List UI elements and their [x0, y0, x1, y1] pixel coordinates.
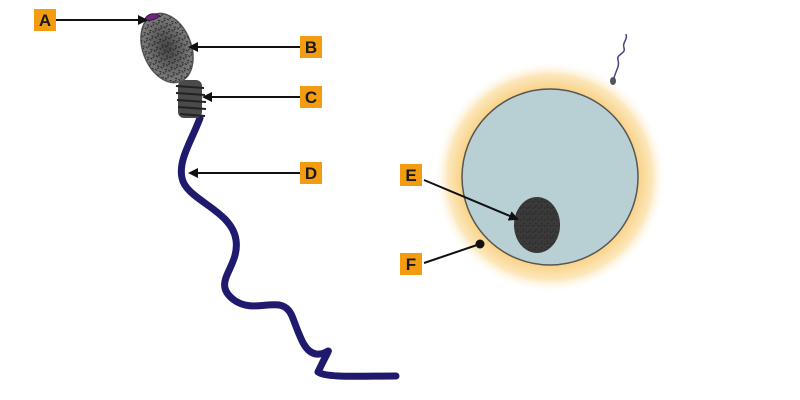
sperm-head [140, 12, 194, 84]
label-d: D [300, 162, 322, 184]
arrow-e [423, 179, 519, 221]
label-e: E [400, 164, 422, 186]
label-b: B [300, 36, 322, 58]
pointer-f [423, 243, 481, 264]
small-sperm [610, 33, 628, 85]
label-f: F [400, 253, 422, 275]
label-c: C [300, 86, 322, 108]
svg-text:C: C [305, 88, 317, 107]
egg-cell [434, 61, 666, 293]
sperm-midpiece [175, 80, 207, 118]
svg-text:A: A [39, 11, 51, 30]
svg-text:F: F [406, 255, 416, 274]
svg-text:D: D [305, 164, 317, 183]
sperm-tail [177, 114, 400, 380]
pointer-f-dot [475, 239, 485, 249]
svg-text:E: E [405, 166, 416, 185]
label-a: A [34, 9, 56, 31]
svg-text:B: B [305, 38, 317, 57]
sperm-cell [140, 12, 400, 380]
egg-membrane [461, 88, 639, 266]
egg-nucleus [514, 197, 560, 253]
